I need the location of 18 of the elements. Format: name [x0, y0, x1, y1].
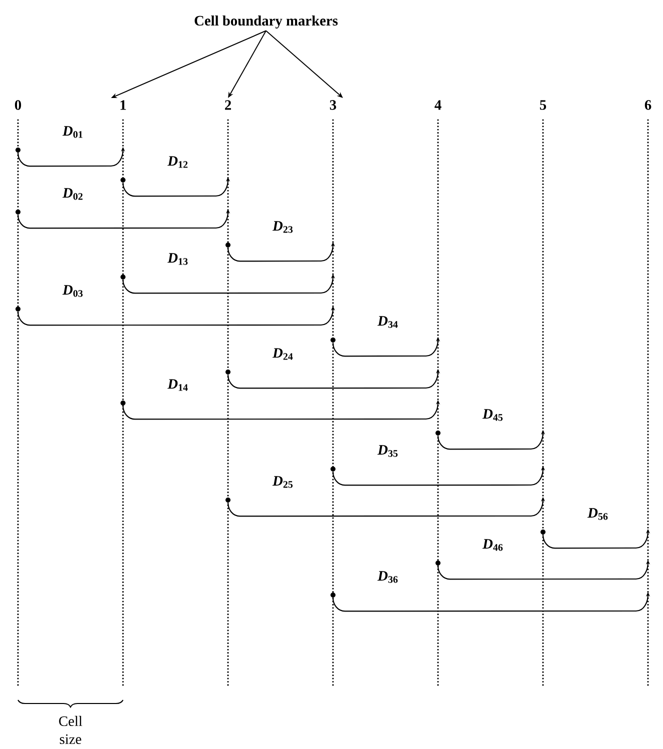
edge-label: D$_{14}$ — [167, 379, 188, 391]
edge-label: D$_{45}$ — [482, 409, 503, 421]
edge-label: D$_{01}$ — [62, 126, 82, 138]
edge-label: D$_{13}$ — [167, 253, 188, 265]
edge-label: D$_{35}$ — [377, 445, 398, 457]
edge-label: D$_{02}$ — [62, 188, 83, 200]
edge-label: D$_{46}$ — [482, 539, 503, 551]
arrow — [266, 30, 343, 98]
edge-label: D$_{25}$ — [272, 476, 293, 488]
brace-label: Cell size — [59, 716, 82, 744]
edge-label: D$_{36}$ — [377, 571, 398, 583]
edge-label: D$_{23}$ — [272, 221, 293, 233]
edge-label: D$_{03}$ — [62, 285, 83, 297]
heading: Cell boundary markers — [194, 15, 338, 29]
edge-label: D$_{34}$ — [377, 316, 398, 328]
edge-label: D$_{12}$ — [167, 156, 188, 168]
edge-label: D$_{24}$ — [272, 348, 293, 360]
edge-label: D$_{56}$ — [587, 508, 608, 520]
